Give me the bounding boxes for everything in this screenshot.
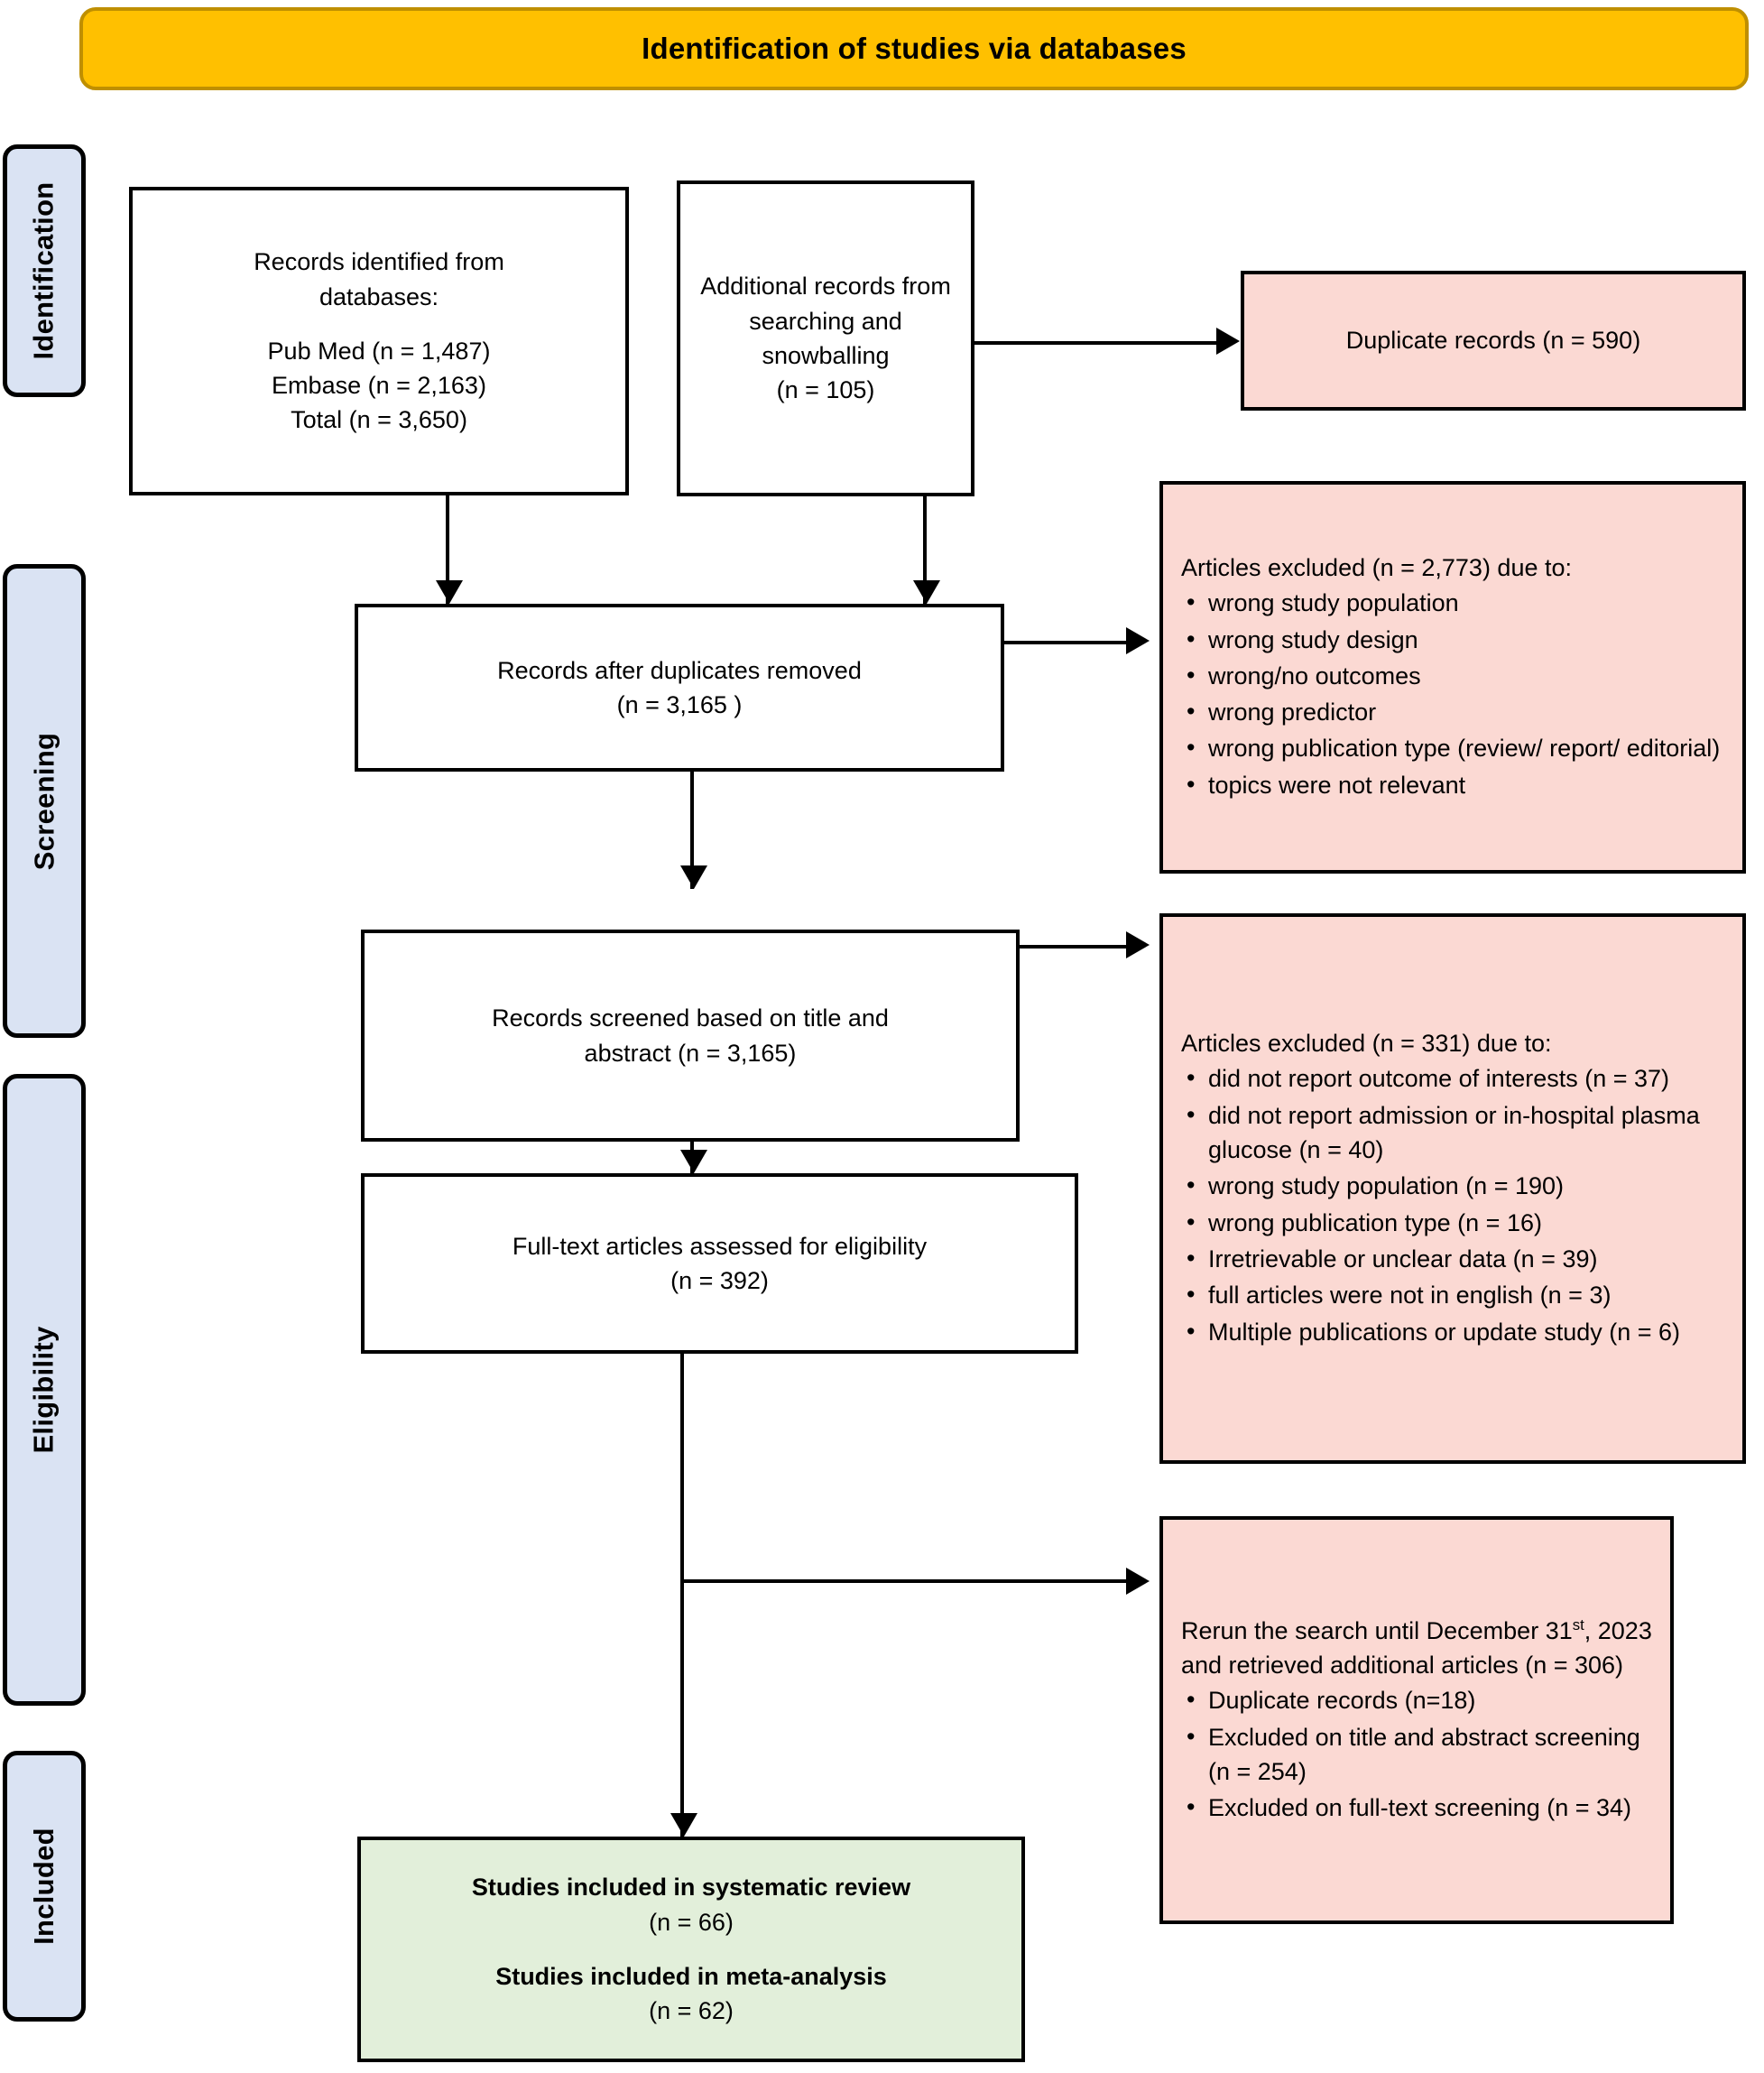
additional-records-line-1: Additional records from xyxy=(700,273,951,301)
connector-fulltext-down xyxy=(680,1354,684,1837)
stage-label-included-text: Included xyxy=(28,1828,60,1945)
stage-label-identification-text: Identification xyxy=(28,181,60,360)
additional-records-count: (n = 105) xyxy=(776,376,875,404)
excluded-2773-reason-6: topics were not relevant xyxy=(1181,767,1728,802)
arrowhead-identified-down xyxy=(436,580,463,604)
box-articles-excluded-331: Articles excluded (n = 331) due to: did … xyxy=(1159,913,1746,1464)
box-records-screened: Records screened based on title and abst… xyxy=(361,930,1020,1142)
arrowhead-to-fulltext xyxy=(680,1150,707,1173)
rerun-item-3: Excluded on full-text screening (n = 34) xyxy=(1181,1790,1656,1825)
rerun-lead-part-b: , 2023 and retrieved additional articles… xyxy=(1181,1616,1652,1679)
included-systematic-review-label: Studies included in systematic review xyxy=(471,1874,911,1902)
stage-label-screening: Screening xyxy=(3,564,86,1038)
arrowhead-to-duplicates xyxy=(1216,328,1240,355)
included-systematic-review-count: (n = 66) xyxy=(649,1908,734,1936)
box-records-identified: Records identified from databases: Pub M… xyxy=(129,187,629,495)
connector-after-duplicates-down xyxy=(690,772,694,889)
excluded-2773-reason-1: wrong study population xyxy=(1181,585,1728,620)
records-screened-count: abstract (n = 3,165) xyxy=(584,1039,797,1067)
excluded-2773-reason-3: wrong/no outcomes xyxy=(1181,658,1728,693)
stage-label-identification: Identification xyxy=(3,144,86,397)
rerun-item-1: Duplicate records (n=18) xyxy=(1181,1682,1656,1717)
diagram-title-banner: Identification of studies via databases xyxy=(79,7,1749,90)
excluded-331-reason-5: Irretrievable or unclear data (n = 39) xyxy=(1181,1241,1728,1276)
excluded-2773-reasons: wrong study population wrong study desig… xyxy=(1181,585,1728,802)
included-meta-analysis-label: Studies included in meta-analysis xyxy=(495,1963,887,1990)
stage-label-included: Included xyxy=(3,1751,86,2022)
arrowhead-to-screened xyxy=(680,865,707,889)
rerun-lead: Rerun the search until December 31st, 20… xyxy=(1181,1614,1656,1683)
excluded-2773-lead: Articles excluded (n = 2,773) due to: xyxy=(1181,553,1573,581)
connector-fulltext-to-rerun xyxy=(680,1579,1126,1583)
box-records-after-duplicates: Records after duplicates removed (n = 3,… xyxy=(355,604,1004,772)
connector-additional-to-duplicates xyxy=(974,341,1216,345)
connector-screened-to-excluded xyxy=(1020,945,1126,949)
records-screened-line-1: Records screened based on title and xyxy=(492,1004,889,1032)
after-duplicates-count: (n = 3,165 ) xyxy=(616,691,743,718)
stage-label-screening-text: Screening xyxy=(28,732,60,870)
rerun-lead-superscript: st xyxy=(1572,1615,1584,1633)
box-studies-included: Studies included in systematic review (n… xyxy=(357,1837,1025,2062)
records-identified-pubmed: Pub Med (n = 1,487) xyxy=(267,337,491,365)
duplicate-records-text: Duplicate records (n = 590) xyxy=(1345,327,1641,355)
records-identified-embase: Embase (n = 2,163) xyxy=(272,372,486,400)
stage-label-eligibility-text: Eligibility xyxy=(28,1326,60,1454)
excluded-2773-reason-4: wrong predictor xyxy=(1181,694,1728,729)
connector-after-duplicates-to-excluded xyxy=(1004,641,1126,644)
additional-records-line-3: snowballing xyxy=(762,342,890,369)
records-identified-line-2: databases: xyxy=(319,282,439,310)
excluded-331-reason-1: did not report outcome of interests (n =… xyxy=(1181,1060,1728,1096)
diagram-title: Identification of studies via databases xyxy=(642,32,1187,65)
excluded-331-reason-6: full articles were not in english (n = 3… xyxy=(1181,1277,1728,1312)
connector-additional-down xyxy=(923,496,927,605)
rerun-item-2: Excluded on title and abstract screening… xyxy=(1181,1719,1656,1790)
arrowhead-additional-down xyxy=(913,580,940,604)
fulltext-line-1: Full-text articles assessed for eligibil… xyxy=(512,1232,928,1260)
box-articles-excluded-2773: Articles excluded (n = 2,773) due to: wr… xyxy=(1159,481,1746,874)
excluded-331-reason-7: Multiple publications or update study (n… xyxy=(1181,1314,1728,1349)
stage-label-eligibility: Eligibility xyxy=(3,1074,86,1706)
fulltext-count: (n = 392) xyxy=(670,1267,769,1294)
arrowhead-to-included xyxy=(670,1813,697,1837)
box-duplicate-records: Duplicate records (n = 590) xyxy=(1241,271,1746,411)
arrowhead-to-rerun xyxy=(1126,1568,1150,1595)
additional-records-line-2: searching and xyxy=(749,307,902,335)
rerun-items: Duplicate records (n=18) Excluded on tit… xyxy=(1181,1682,1656,1825)
excluded-331-reasons: did not report outcome of interests (n =… xyxy=(1181,1060,1728,1349)
arrowhead-to-excluded-331 xyxy=(1126,931,1150,958)
rerun-lead-part-a: Rerun the search until December 31 xyxy=(1181,1616,1573,1644)
excluded-331-lead: Articles excluded (n = 331) due to: xyxy=(1181,1030,1552,1058)
excluded-331-reason-3: wrong study population (n = 190) xyxy=(1181,1168,1728,1203)
excluded-331-reason-2: did not report admission or in-hospital … xyxy=(1181,1097,1728,1168)
after-duplicates-line-1: Records after duplicates removed xyxy=(497,656,862,684)
records-identified-total: Total (n = 3,650) xyxy=(291,406,467,434)
box-fulltext-assessed: Full-text articles assessed for eligibil… xyxy=(361,1173,1078,1354)
connector-identified-down xyxy=(446,495,449,604)
excluded-331-reason-4: wrong publication type (n = 16) xyxy=(1181,1205,1728,1240)
arrowhead-to-excluded-2773 xyxy=(1126,627,1150,654)
included-meta-analysis-count: (n = 62) xyxy=(649,1997,734,2025)
box-additional-records: Additional records from searching and sn… xyxy=(677,180,974,496)
excluded-2773-reason-2: wrong study design xyxy=(1181,621,1728,657)
excluded-2773-reason-5: wrong publication type (review/ report/ … xyxy=(1181,730,1728,765)
box-rerun-search: Rerun the search until December 31st, 20… xyxy=(1159,1516,1674,1924)
records-identified-line-1: Records identified from xyxy=(254,248,504,276)
